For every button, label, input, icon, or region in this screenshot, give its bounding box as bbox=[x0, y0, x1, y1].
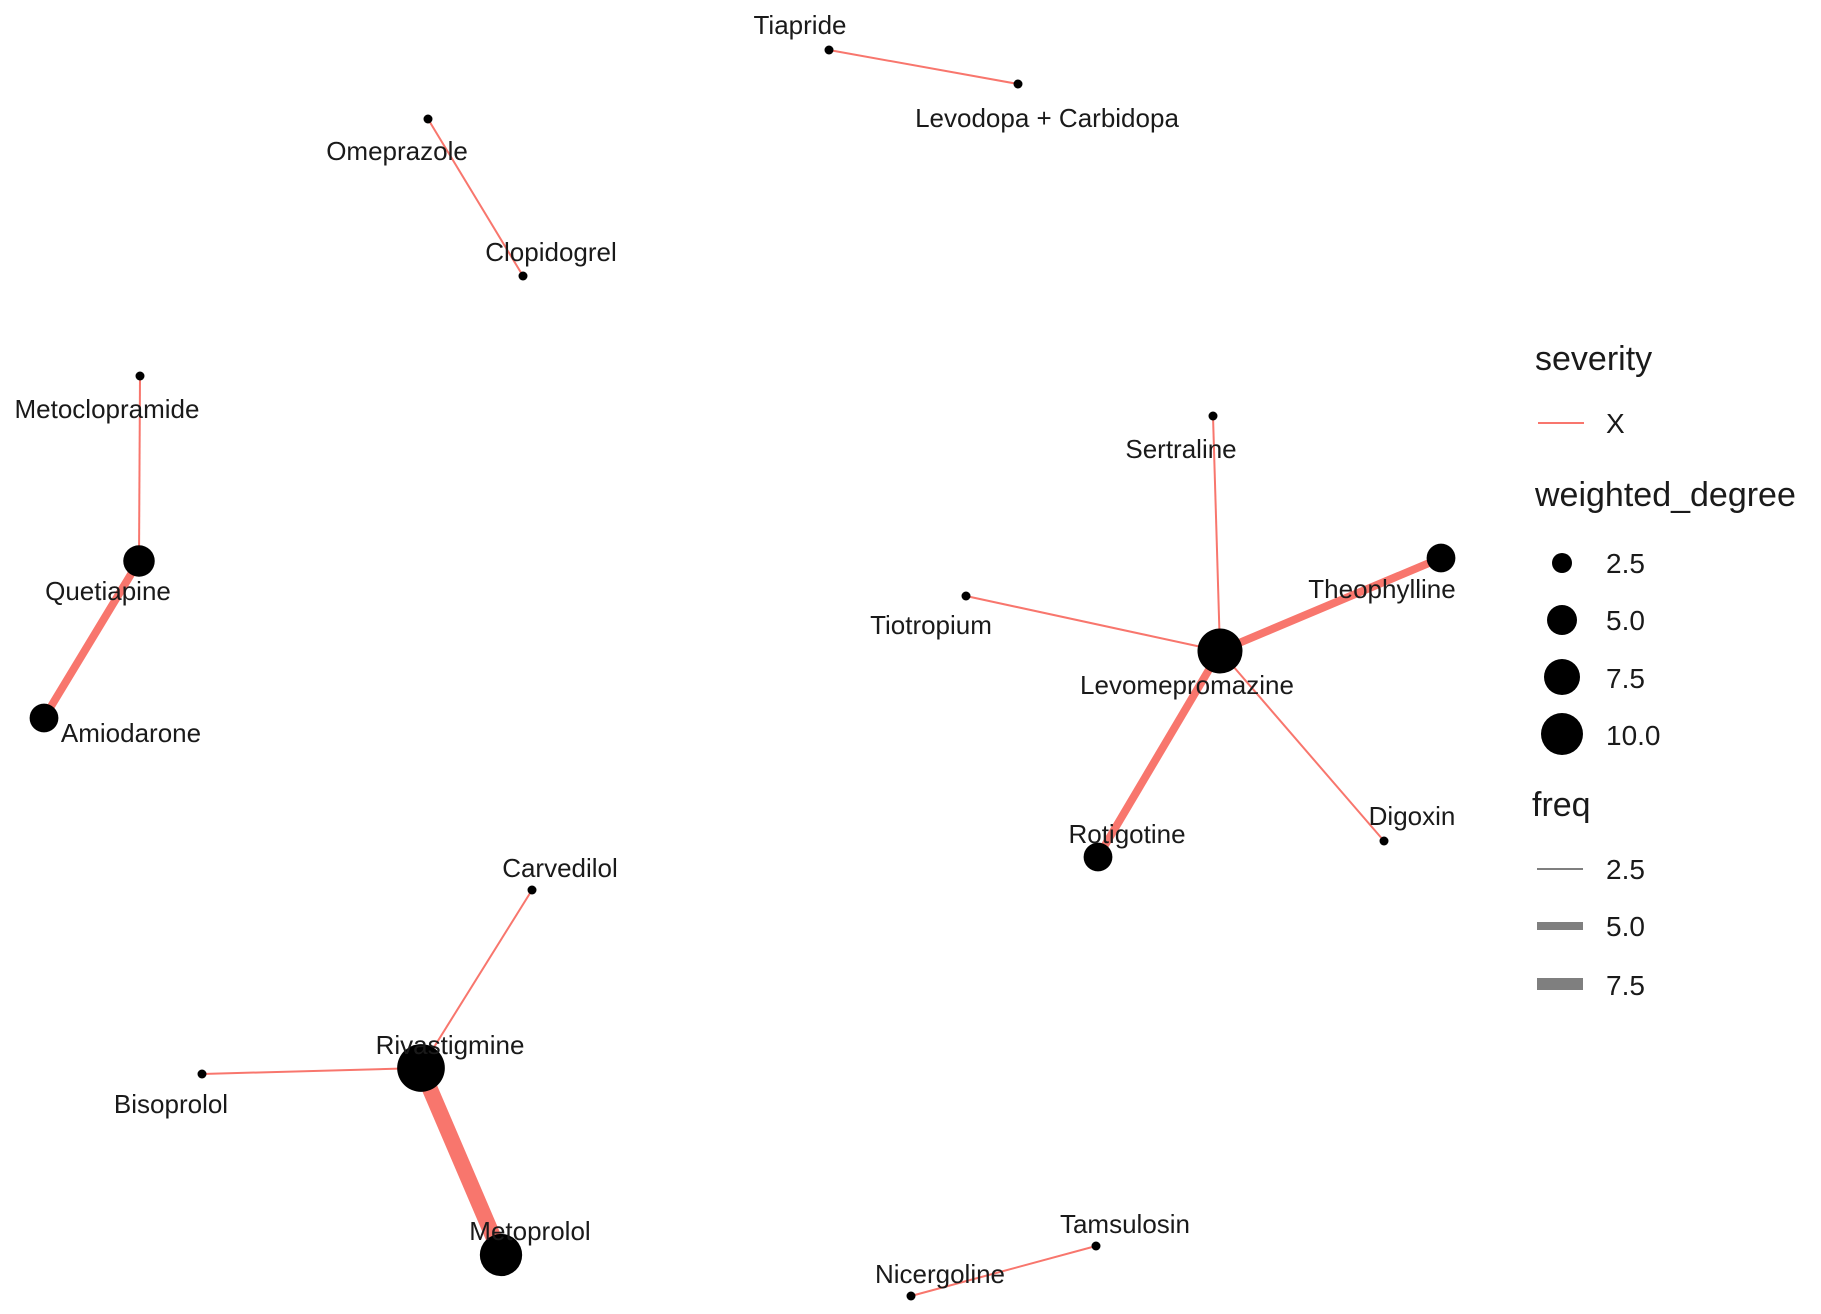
edge-levomepromazine-digoxin bbox=[1219, 650, 1385, 842]
node-label-rotigotine: Rotigotine bbox=[1068, 819, 1185, 849]
edge-layer bbox=[40, 49, 1443, 1297]
node-omeprazole bbox=[423, 114, 433, 124]
node-label-rivastigmine: Rivastigmine bbox=[376, 1030, 525, 1060]
node-tiotropium bbox=[961, 591, 971, 601]
edge-bisoprolol-rivastigmine bbox=[201, 1067, 422, 1075]
legend-freq-label-3: 7.5 bbox=[1606, 970, 1645, 1001]
legend-weighted-degree-key-1 bbox=[1552, 553, 1572, 573]
edge-theophylline-levomepromazine bbox=[1218, 554, 1443, 655]
edge-quetiapine-amiodarone bbox=[40, 558, 143, 721]
node-label-quetiapine: Quetiapine bbox=[45, 576, 171, 606]
edge-nicergoline-tamsulosin bbox=[910, 1245, 1097, 1297]
node-layer bbox=[29, 45, 1456, 1301]
legend-freq-label-1: 2.5 bbox=[1606, 854, 1645, 885]
node-label-tiapride: Tiapride bbox=[754, 10, 847, 40]
node-tiapride bbox=[824, 45, 834, 55]
node-theophylline bbox=[1426, 543, 1456, 573]
edge-carvedilol-rivastigmine bbox=[420, 889, 533, 1069]
node-nicergoline bbox=[906, 1291, 916, 1301]
edge-tiapride-levodopa-carbidopa bbox=[828, 49, 1019, 85]
node-tamsulosin bbox=[1091, 1241, 1101, 1251]
node-sertraline bbox=[1208, 411, 1218, 421]
legend-weighted-degree-label-1: 2.5 bbox=[1606, 548, 1645, 579]
legend: severity X weighted_degree 2.5 5.0 7.5 1… bbox=[1532, 340, 1796, 1001]
node-rotigotine bbox=[1083, 842, 1113, 872]
edge-omeprazole-clopidogrel bbox=[427, 118, 524, 277]
node-label-omeprazole: Omeprazole bbox=[326, 136, 468, 166]
legend-weighted-degree-label-2: 5.0 bbox=[1606, 605, 1645, 636]
node-label-levomepromazine: Levomepromazine bbox=[1080, 670, 1294, 700]
node-label-tamsulosin: Tamsulosin bbox=[1060, 1209, 1190, 1239]
edge-sertraline-levomepromazine bbox=[1212, 415, 1221, 652]
node-label-carvedilol: Carvedilol bbox=[502, 853, 618, 883]
node-quetiapine bbox=[123, 545, 155, 577]
node-metoprolol bbox=[479, 1233, 523, 1277]
legend-weighted-degree-key-3 bbox=[1544, 659, 1580, 695]
node-label-nicergoline: Nicergoline bbox=[875, 1259, 1005, 1289]
edge-levomepromazine-rotigotine bbox=[1094, 648, 1224, 860]
node-label-clopidogrel: Clopidogrel bbox=[485, 237, 617, 267]
node-label-sertraline: Sertraline bbox=[1125, 434, 1236, 464]
legend-weighted-degree-label-3: 7.5 bbox=[1606, 663, 1645, 694]
legend-severity-label: X bbox=[1606, 408, 1625, 439]
legend-severity-title: severity bbox=[1535, 340, 1652, 378]
node-label-amiodarone: Amiodarone bbox=[61, 718, 201, 748]
edge-tiotropium-levomepromazine bbox=[965, 595, 1221, 652]
legend-freq-label-2: 5.0 bbox=[1606, 911, 1645, 942]
legend-weighted-degree-key-2 bbox=[1547, 605, 1577, 635]
node-label-theophylline: Theophylline bbox=[1308, 574, 1455, 604]
node-label-digoxin: Digoxin bbox=[1369, 801, 1456, 831]
node-levomepromazine bbox=[1197, 628, 1243, 674]
legend-weighted-degree-key-4 bbox=[1541, 713, 1583, 755]
legend-weighted-degree-title: weighted_degree bbox=[1534, 476, 1796, 514]
edge-metoclopramide-quetiapine bbox=[138, 375, 141, 562]
node-label-bisoprolol: Bisoprolol bbox=[114, 1089, 228, 1119]
node-amiodarone bbox=[29, 703, 59, 733]
legend-weighted-degree-label-4: 10.0 bbox=[1606, 720, 1661, 751]
node-bisoprolol bbox=[197, 1069, 207, 1079]
node-levodopa-carbidopa bbox=[1013, 79, 1023, 89]
node-digoxin bbox=[1379, 836, 1389, 846]
node-label-tiotropium: Tiotropium bbox=[870, 610, 992, 640]
node-label-metoclopramide: Metoclopramide bbox=[15, 394, 200, 424]
node-carvedilol bbox=[527, 885, 537, 895]
node-metoclopramide bbox=[135, 371, 145, 381]
node-label-levodopa-carbidopa: Levodopa + Carbidopa bbox=[915, 103, 1179, 133]
edge-rivastigmine-metoprolol bbox=[413, 1064, 509, 1259]
node-clopidogrel bbox=[518, 271, 528, 281]
node-label-metoprolol: Metoprolol bbox=[469, 1216, 590, 1246]
node-rivastigmine bbox=[397, 1044, 445, 1092]
legend-freq-title: freq bbox=[1532, 786, 1591, 824]
